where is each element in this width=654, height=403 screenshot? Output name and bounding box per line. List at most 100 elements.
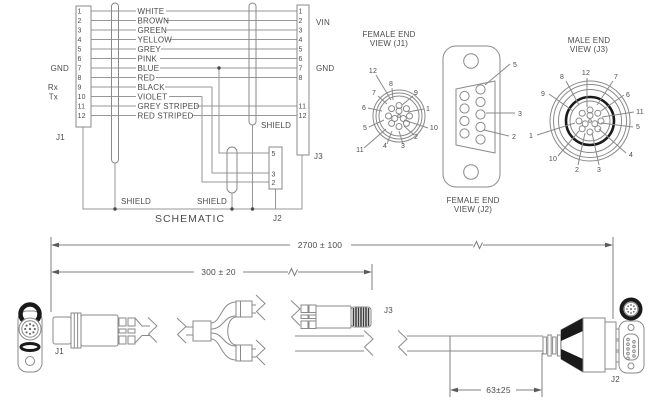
j3-pin-4: 4 xyxy=(299,37,303,44)
female-j1-title-line1: FEMALE END xyxy=(362,30,415,39)
dim-pigtail-text: 300 ± 20 xyxy=(201,267,236,277)
j1-pin-1: 1 xyxy=(78,9,82,16)
cable-break xyxy=(147,317,158,343)
mj3-pin-10: 10 xyxy=(549,156,557,163)
fj1-pin-12: 12 xyxy=(369,68,377,75)
db9-mount-hole-top xyxy=(463,53,479,69)
female-j2-title-line1: FEMALE END xyxy=(446,196,499,205)
db9-pins xyxy=(459,84,486,145)
shield-label-3: SHIELD xyxy=(197,197,227,206)
j2-dsub-flange xyxy=(604,321,617,370)
y-splitter xyxy=(176,294,266,366)
j1-side-view: J1 xyxy=(52,312,158,356)
fj1-pin-3: 3 xyxy=(401,143,405,150)
fj1-pin-6: 6 xyxy=(362,105,366,112)
db9-body xyxy=(442,45,501,188)
upper-ferrule xyxy=(235,300,253,318)
j2-pin-5: 5 xyxy=(272,151,276,158)
mj3-pin-8: 8 xyxy=(560,74,564,81)
gnd-left-label: GND xyxy=(51,64,69,73)
schematic-j1-label: J1 xyxy=(56,133,65,142)
mj3-pin-1: 1 xyxy=(529,133,533,140)
db9-face xyxy=(623,333,639,361)
db9-callout-5: 5 xyxy=(513,62,517,69)
female-j1-pin-leaders xyxy=(363,74,429,149)
j1-pin-11: 11 xyxy=(78,104,86,111)
cable-break xyxy=(290,300,301,326)
j3-pin-3: 3 xyxy=(299,28,303,35)
left-end-pins xyxy=(24,323,36,335)
fj1-pin-4: 4 xyxy=(383,143,387,150)
wire-color-pink: PINK xyxy=(138,54,158,63)
blue-tap-to-j2-pin5 xyxy=(218,68,269,154)
db9-callout-3: 3 xyxy=(518,111,522,118)
mj3-pin-7: 7 xyxy=(614,74,618,81)
wire-color-grey-striped: GREY STRIPED xyxy=(138,102,200,111)
black-tap-to-j2-pin3 xyxy=(211,87,269,174)
mj3-pin-3: 3 xyxy=(597,167,601,174)
wire-color-black: BLACK xyxy=(138,83,166,92)
mj3-pin-12: 12 xyxy=(582,70,590,77)
j3-pin-2: 2 xyxy=(299,18,303,25)
j3-strain-relief-ribs xyxy=(300,304,317,329)
mj3-pin-5: 5 xyxy=(636,124,640,131)
dimension-300: 300 ± 20 xyxy=(51,264,373,290)
fj1-pin-7: 7 xyxy=(372,90,376,97)
cable-break xyxy=(255,294,266,321)
vin-label: VIN xyxy=(316,18,330,27)
j3-pin-1: 1 xyxy=(299,9,303,16)
violet-tap-to-j2-pin2 xyxy=(201,96,269,183)
shield-label-2: SHIELD xyxy=(261,121,291,130)
female-end-view-j1: FEMALE END VIEW (J1) xyxy=(356,30,438,154)
wire-color-red-striped: RED STRIPED xyxy=(138,111,194,120)
mj3-pin-2: 2 xyxy=(575,167,579,174)
db9-callout-2: 2 xyxy=(512,134,516,141)
lower-ferrule xyxy=(235,344,253,362)
schematic-j2-label: J2 xyxy=(273,214,282,223)
j3-pin-6: 6 xyxy=(299,56,303,63)
female-j1-pin-labels: 12 8 7 9 6 1 5 10 11 4 3 2 xyxy=(356,68,438,154)
db9-mount-hole-bottom xyxy=(463,164,479,180)
left-end-view-connector xyxy=(17,302,43,373)
db9-face-pins xyxy=(626,337,636,361)
schematic-section: 1 2 3 4 5 6 7 8 9 10 11 12 1 2 3 4 5 6 7… xyxy=(48,2,334,225)
j3-knurl-stripes xyxy=(352,307,370,327)
female-end-view-j2: 5 3 2 FEMALE END VIEW (J2) xyxy=(442,45,522,214)
j1-pin-numbers: 1 2 3 4 5 6 7 8 9 10 11 12 xyxy=(78,9,86,121)
shield-oval-3 xyxy=(226,146,238,194)
j3-pin-11: 11 xyxy=(299,104,307,111)
cable-break xyxy=(397,330,408,356)
j3-pin-7: 7 xyxy=(299,66,303,73)
mj3-pin-6: 6 xyxy=(626,92,630,99)
fj1-pin-5: 5 xyxy=(363,125,367,132)
fj1-pin-9: 9 xyxy=(414,90,418,97)
wire-color-grey: GREY xyxy=(138,45,162,54)
male-end-view-j3: MALE END VIEW (J3) xyxy=(529,36,644,174)
screw-bottom xyxy=(627,362,635,370)
j1-pin-3: 3 xyxy=(78,28,82,35)
wire-lines xyxy=(91,10,297,183)
ground-bus xyxy=(82,125,303,211)
mount-hole xyxy=(25,356,35,366)
j2-backshell-black-top xyxy=(561,318,583,341)
male-j3-title-line1: MALE END xyxy=(568,36,611,45)
j1-pin-9: 9 xyxy=(78,85,82,92)
j1-pin-4: 4 xyxy=(78,37,82,44)
female-j2-title-line2: VIEW (J2) xyxy=(454,205,492,214)
fj1-pin-8: 8 xyxy=(389,81,393,88)
mj3-pin-4: 4 xyxy=(629,152,633,159)
screw-top xyxy=(627,324,635,331)
fj1-pin-11: 11 xyxy=(356,147,364,154)
dimension-2700: 2700 ± 100 xyxy=(50,237,614,319)
cable-break xyxy=(255,339,266,366)
female-j1-connector-face xyxy=(372,89,426,143)
shield-oval-1 xyxy=(111,2,119,164)
right-end-pins xyxy=(626,304,636,314)
j2-pin-2: 2 xyxy=(272,180,276,187)
female-j1-title-line2: VIEW (J1) xyxy=(370,39,408,48)
j1-pin-5: 5 xyxy=(78,47,82,54)
dim-overall-text: 2700 ± 100 xyxy=(298,240,343,250)
j1-pin-12: 12 xyxy=(78,113,86,120)
j1-pin-6: 6 xyxy=(78,56,82,63)
j1-pin-10: 10 xyxy=(78,94,86,101)
